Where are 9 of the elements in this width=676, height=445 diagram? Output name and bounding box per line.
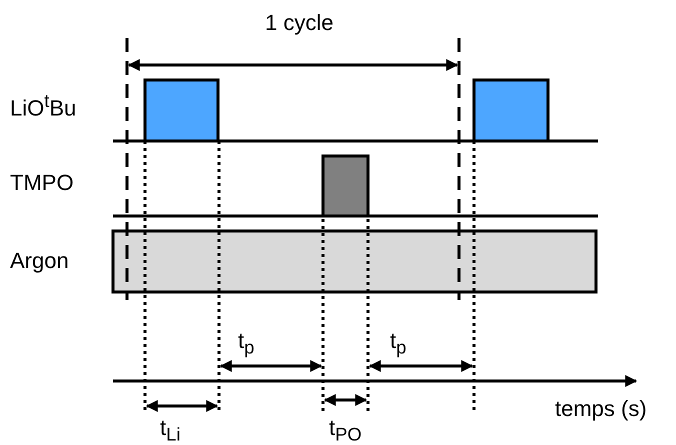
duration-label: t$_{p}$: [390, 330, 406, 357]
duration-label: t$_{Li}$: [160, 417, 180, 444]
row-label: LiO$^{t}$Bu: [10, 92, 76, 120]
cycle-label: 1 cycle: [265, 12, 334, 34]
duration-label: t$_{p}$: [238, 330, 254, 357]
row-label: Argon: [10, 250, 69, 272]
axis-label: temps (s): [555, 398, 647, 420]
duration-label: t$_{PO}$: [329, 417, 362, 444]
row-label: TMPO: [10, 172, 74, 194]
